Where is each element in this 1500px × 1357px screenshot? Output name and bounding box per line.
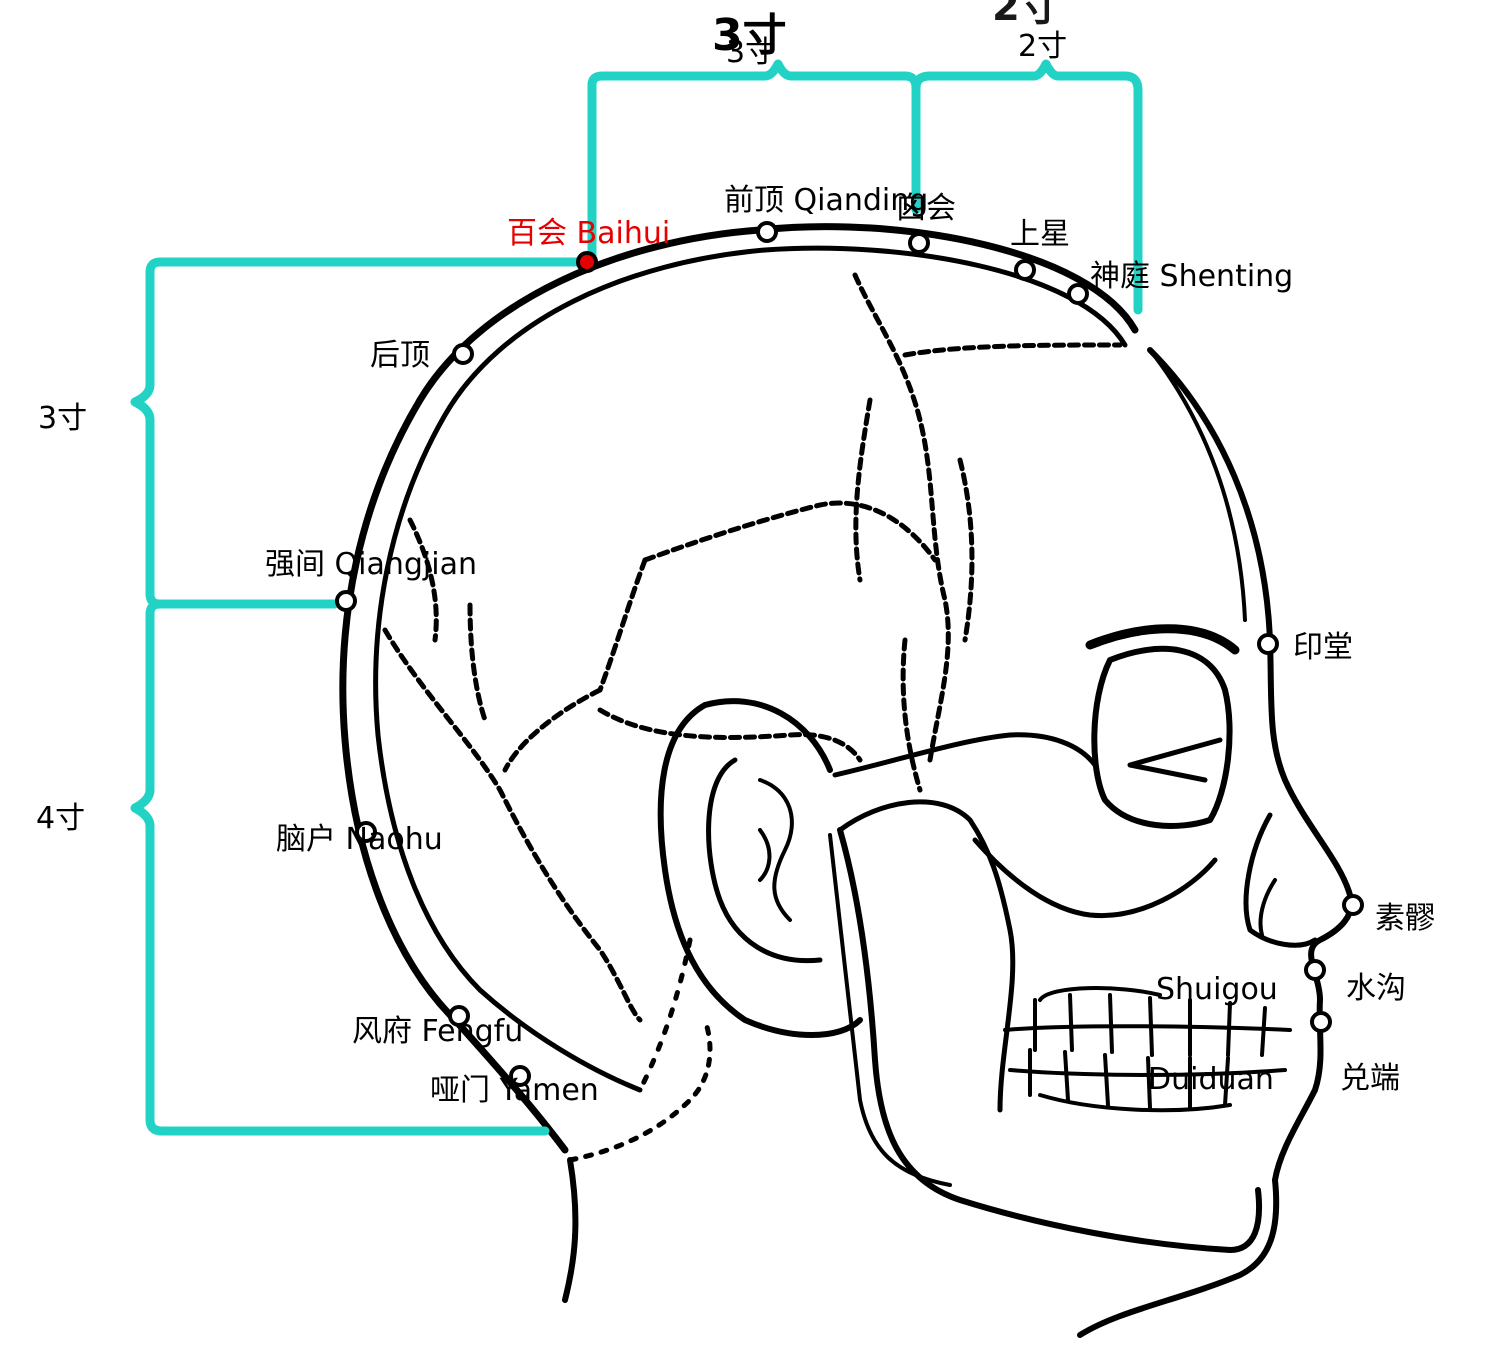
label-baihui: 百会 Baihui (507, 216, 670, 251)
handwritten-marks: 3寸 2寸 (712, 0, 1060, 61)
label-top-right-2cun: 2寸 (1018, 29, 1067, 64)
cranial-sutures (382, 272, 1123, 1023)
forehead-line (1147, 347, 1355, 1183)
label-duiduan-pinyin: Duiduan (1148, 1062, 1274, 1097)
marker-qianding (756, 221, 778, 243)
label-qiangjian: 强间 Qiangjian (265, 547, 477, 582)
chin-line (1077, 1177, 1280, 1338)
measurement-labels: 3寸 2寸 3寸 4寸 (36, 29, 1067, 836)
teeth (1003, 986, 1292, 1113)
label-shuigou-pinyin: Shuigou (1156, 972, 1278, 1007)
marker-shenting (1067, 283, 1089, 305)
acupoint-labels: 百会 Baihui 前顶 Qianding 囟会 上星 神庭 Shenting … (265, 183, 1435, 1108)
label-shenting: 神庭 Shenting (1090, 259, 1293, 294)
jaw-inner-line (828, 833, 952, 1187)
label-xinhui: 囟会 (896, 191, 956, 226)
top-bracket-2cun (911, 59, 1143, 315)
marker-xinhui (908, 232, 930, 254)
marker-fengfu (448, 1005, 470, 1027)
nasal-cavity (1243, 812, 1318, 948)
top-left-handwritten: 3寸 (712, 10, 787, 61)
label-yintang: 印堂 (1293, 630, 1353, 665)
marker-baihui (576, 251, 598, 273)
label-suliao: 素髎 (1375, 901, 1435, 936)
forehead-inner-line (1148, 348, 1247, 622)
cheekbone (972, 837, 1218, 919)
marker-suliao (1342, 894, 1364, 916)
mastoid-dots (637, 937, 693, 1093)
eye-socket (1091, 645, 1233, 829)
eye-inner-mark (1127, 737, 1223, 783)
left-bracket-4cun (130, 599, 550, 1136)
marker-shangxing (1014, 259, 1036, 281)
label-top-left-3cun: 3寸 (726, 35, 775, 70)
ear-outer (657, 702, 863, 1038)
label-qianding: 前顶 Qianding (724, 183, 928, 218)
ramus-line (837, 799, 1016, 1113)
marker-yintang (1257, 633, 1279, 655)
zygomatic-arch (832, 732, 1098, 778)
marker-duiduan (1310, 1011, 1332, 1033)
brow-ridge (1085, 624, 1240, 655)
label-naohu: 脑户 Naohu (276, 822, 443, 857)
ear-rim (702, 698, 833, 773)
label-shangxing: 上星 (1010, 217, 1070, 252)
ear-antihelix (758, 828, 772, 882)
jaw-line (837, 827, 1263, 1253)
label-shuigou: 水沟 (1346, 971, 1406, 1006)
marker-shuigou (1304, 959, 1326, 981)
ear-inner (706, 757, 823, 964)
cranium-inner-line (373, 245, 1128, 1093)
label-yamen: 哑门 Yamen (430, 1073, 599, 1108)
top-bracket-3cun (587, 59, 921, 260)
marker-houding (452, 343, 474, 365)
label-left-lower-4cun: 4寸 (36, 801, 85, 836)
top-right-handwritten: 2寸 (992, 0, 1060, 30)
label-fengfu: 风府 Fengfu (352, 1014, 523, 1049)
measurement-brackets (130, 59, 1143, 1136)
label-left-upper-3cun: 3寸 (38, 401, 87, 436)
ear-helix (758, 778, 794, 922)
label-duiduan: 兑端 (1340, 1061, 1400, 1096)
acupoint-markers (335, 221, 1364, 1087)
nasal-mark (1258, 878, 1277, 937)
skull-illustration (339, 223, 1355, 1338)
neck-line (562, 1157, 579, 1303)
label-houding: 后顶 (370, 338, 430, 373)
neck-dots (567, 1017, 713, 1163)
marker-yamen (509, 1065, 531, 1087)
left-bracket-3cun (130, 257, 595, 609)
marker-naohu (355, 821, 377, 843)
marker-qiangjian (335, 590, 357, 612)
